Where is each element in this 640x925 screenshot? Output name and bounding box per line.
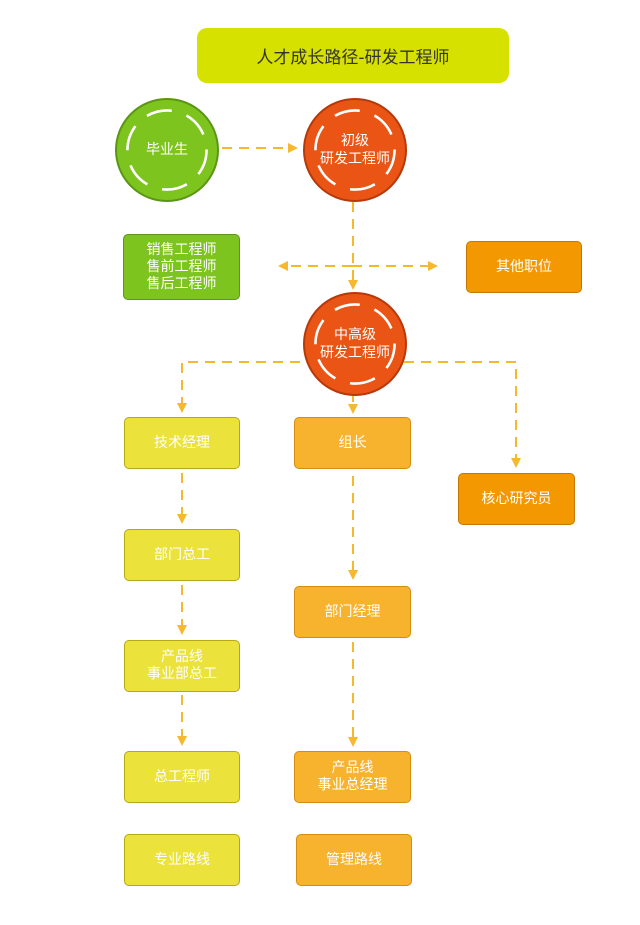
node-junior-engineer-label: 初级 研发工程师 <box>320 133 390 167</box>
arrow-senior-to-core-researcher <box>404 361 521 468</box>
node-core-researcher: 核心研究员 <box>458 473 575 525</box>
node-sales-engineers: 销售工程师 售前工程师 售后工程师 <box>123 234 240 300</box>
node-product-line-chief-engineer: 产品线 事业部总工 <box>124 640 240 692</box>
node-chief-engineer: 总工程师 <box>124 751 240 803</box>
node-junior-engineer: 初级 研发工程师 <box>303 98 407 202</box>
legend-management-track: 管理路线 <box>296 834 412 886</box>
node-dept-manager: 部门经理 <box>294 586 411 638</box>
node-team-leader: 组长 <box>294 417 411 469</box>
node-senior-engineer: 中高级 研发工程师 <box>303 292 407 396</box>
legend-professional-track: 专业路线 <box>124 834 240 886</box>
node-graduate-label: 毕业生 <box>146 142 188 158</box>
dashed-ring <box>126 109 208 191</box>
node-dept-chief-engineer: 部门总工 <box>124 529 240 581</box>
node-tech-manager: 技术经理 <box>124 417 240 469</box>
dashed-ring <box>314 109 396 191</box>
node-senior-engineer-label: 中高级 研发工程师 <box>320 327 390 361</box>
diagram-title: 人才成长路径-研发工程师 <box>197 28 509 83</box>
node-graduate: 毕业生 <box>115 98 219 202</box>
dashed-ring <box>314 303 396 385</box>
node-product-line-general-manager: 产品线 事业总经理 <box>294 751 411 803</box>
arrow-senior-to-tech-manager <box>177 361 300 413</box>
node-other-positions: 其他职位 <box>466 241 582 293</box>
